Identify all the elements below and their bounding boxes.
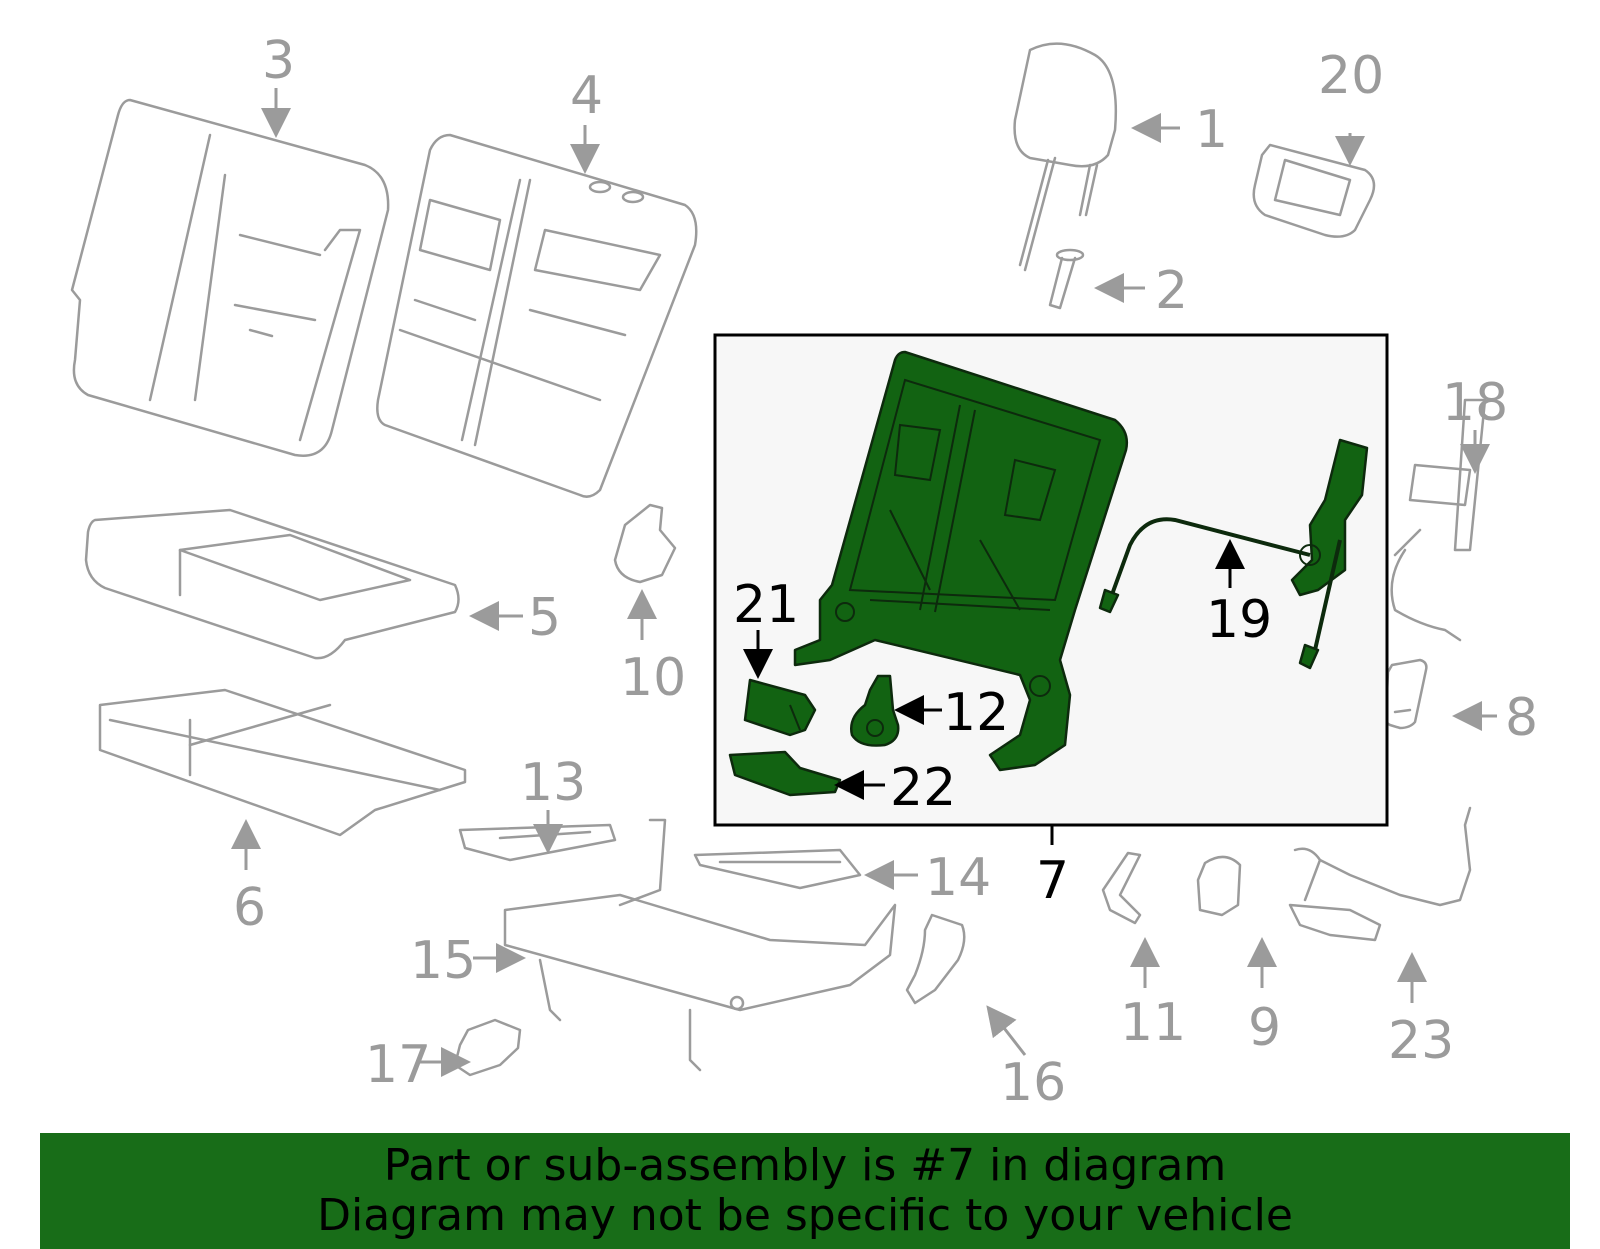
part-1-headrest[interactable] xyxy=(1013,42,1118,272)
callout-11: 11 xyxy=(1120,993,1186,1053)
callout-16: 16 xyxy=(1000,1053,1066,1113)
banner-line-2: Diagram may not be specific to your vehi… xyxy=(317,1190,1293,1241)
callout-labels: 3 4 1 2 20 18 8 10 5 6 13 14 15 16 17 11… xyxy=(233,31,1538,1113)
callout-arrows xyxy=(231,88,1497,1077)
part-21-module[interactable] xyxy=(743,678,817,737)
callout-23: 23 xyxy=(1388,1011,1454,1071)
callout-15: 15 xyxy=(410,931,476,991)
part-19-release-cable[interactable] xyxy=(1098,438,1369,670)
callout-arrows-highlighted xyxy=(743,539,1245,845)
part-14-bracket[interactable] xyxy=(693,848,862,890)
part-2-headrest-guide[interactable] xyxy=(1048,248,1085,310)
part-8-cover[interactable] xyxy=(1384,658,1428,730)
callout-10: 10 xyxy=(620,648,686,708)
part-6-cushion-pad[interactable] xyxy=(98,688,467,837)
callout-22: 22 xyxy=(890,758,956,818)
callout-17: 17 xyxy=(365,1035,431,1095)
part-10-bracket[interactable] xyxy=(613,503,677,584)
part-15-cushion-frame[interactable] xyxy=(503,818,897,1072)
part-17-cover[interactable] xyxy=(453,1018,522,1077)
part-5-cushion-cover[interactable] xyxy=(84,508,460,660)
part-11-bracket[interactable] xyxy=(1101,851,1142,925)
callout-21: 21 xyxy=(733,575,799,635)
info-banner: Part or sub-assembly is #7 in diagram Di… xyxy=(40,1133,1570,1249)
callout-18: 18 xyxy=(1442,373,1508,433)
part-23-harness[interactable] xyxy=(1288,806,1472,942)
callout-14: 14 xyxy=(925,848,991,908)
banner-line-1: Part or sub-assembly is #7 in diagram xyxy=(383,1140,1227,1191)
callout-3: 3 xyxy=(262,31,295,91)
part-16-trim[interactable] xyxy=(905,913,966,1005)
part-12-actuator[interactable] xyxy=(850,674,900,747)
part-18-latch[interactable] xyxy=(1390,398,1487,642)
callout-8: 8 xyxy=(1505,688,1538,748)
part-3-seatback-cover[interactable] xyxy=(70,98,390,457)
callout-20: 20 xyxy=(1318,46,1384,106)
callout-4: 4 xyxy=(570,66,603,126)
part-9-trim[interactable] xyxy=(1196,855,1242,917)
callout-12: 12 xyxy=(943,683,1009,743)
part-4-seatback-trim[interactable] xyxy=(376,133,698,498)
callout-2: 2 xyxy=(1155,261,1188,321)
callout-7: 7 xyxy=(1036,851,1069,911)
callout-13: 13 xyxy=(520,753,586,813)
callout-19: 19 xyxy=(1206,590,1272,650)
part-13-bracket[interactable] xyxy=(458,823,617,862)
callout-6: 6 xyxy=(233,878,266,938)
callout-9: 9 xyxy=(1248,998,1281,1058)
callout-5: 5 xyxy=(528,588,561,648)
part-20-cover[interactable] xyxy=(1252,143,1376,238)
part-7-seatback-frame[interactable] xyxy=(793,350,1129,772)
callout-1: 1 xyxy=(1195,100,1228,160)
